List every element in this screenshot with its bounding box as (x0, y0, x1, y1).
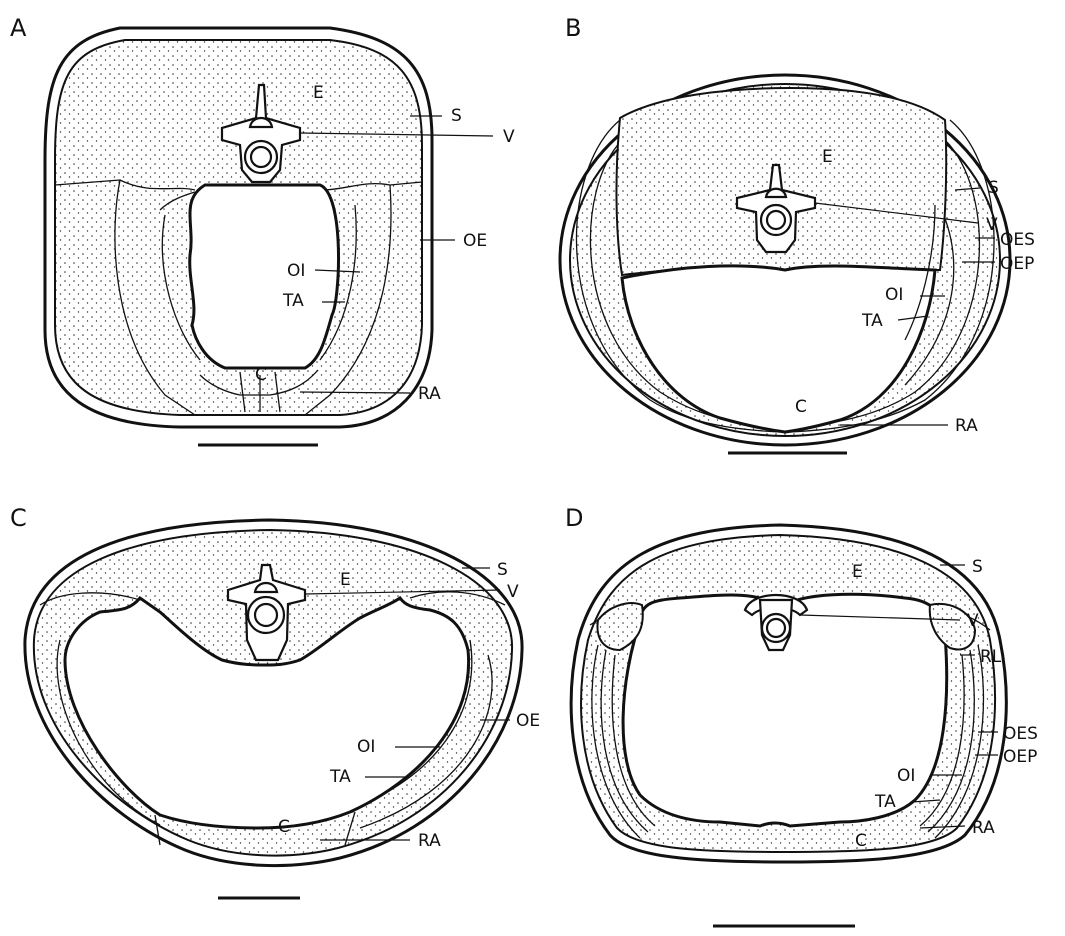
label-oes: OES (1003, 724, 1038, 744)
label-ra: RA (418, 831, 441, 851)
label-v: V (507, 582, 519, 602)
label-ra: RA (972, 818, 995, 838)
label-e: E (822, 147, 833, 167)
label-c: C (255, 365, 267, 385)
label-v: V (967, 611, 979, 631)
label-v: V (986, 215, 998, 235)
label-e: E (340, 570, 351, 590)
label-ta: TA (861, 311, 883, 331)
label-e: E (852, 562, 863, 582)
panel-letter: B (565, 14, 581, 42)
label-oe: OE (516, 711, 540, 731)
panel-letter: D (565, 504, 583, 532)
panel-c: C E S V OE OI TA C RA (10, 504, 540, 898)
label-oe: OE (463, 231, 487, 251)
label-oi: OI (357, 737, 375, 757)
label-ra: RA (955, 416, 978, 436)
label-c: C (795, 397, 807, 417)
panel-letter: C (10, 504, 27, 532)
label-s: S (497, 560, 508, 580)
label-oi: OI (897, 766, 915, 786)
label-oep: OEP (1000, 254, 1034, 274)
label-oep: OEP (1003, 747, 1037, 767)
panel-a: A E S V OE OI (10, 14, 515, 445)
label-e: E (313, 83, 324, 103)
label-s: S (988, 178, 999, 198)
label-rl: RL (980, 647, 1002, 667)
panel-d: D E S V RL OES OEP (565, 504, 1038, 926)
panel-b: B E S V OES OEP OI TA C (560, 14, 1035, 453)
panel-letter: A (10, 14, 27, 42)
label-ta: TA (874, 792, 896, 812)
label-ta: TA (329, 767, 351, 787)
label-oes: OES (1000, 230, 1035, 250)
label-oi: OI (287, 261, 305, 281)
label-c: C (855, 831, 867, 851)
label-c: C (278, 817, 290, 837)
label-oi: OI (885, 285, 903, 305)
label-s: S (972, 557, 983, 577)
body-cavity (190, 185, 339, 368)
label-v: V (503, 127, 515, 147)
label-ta: TA (282, 291, 304, 311)
label-s: S (451, 106, 462, 126)
label-ra: RA (418, 384, 441, 404)
